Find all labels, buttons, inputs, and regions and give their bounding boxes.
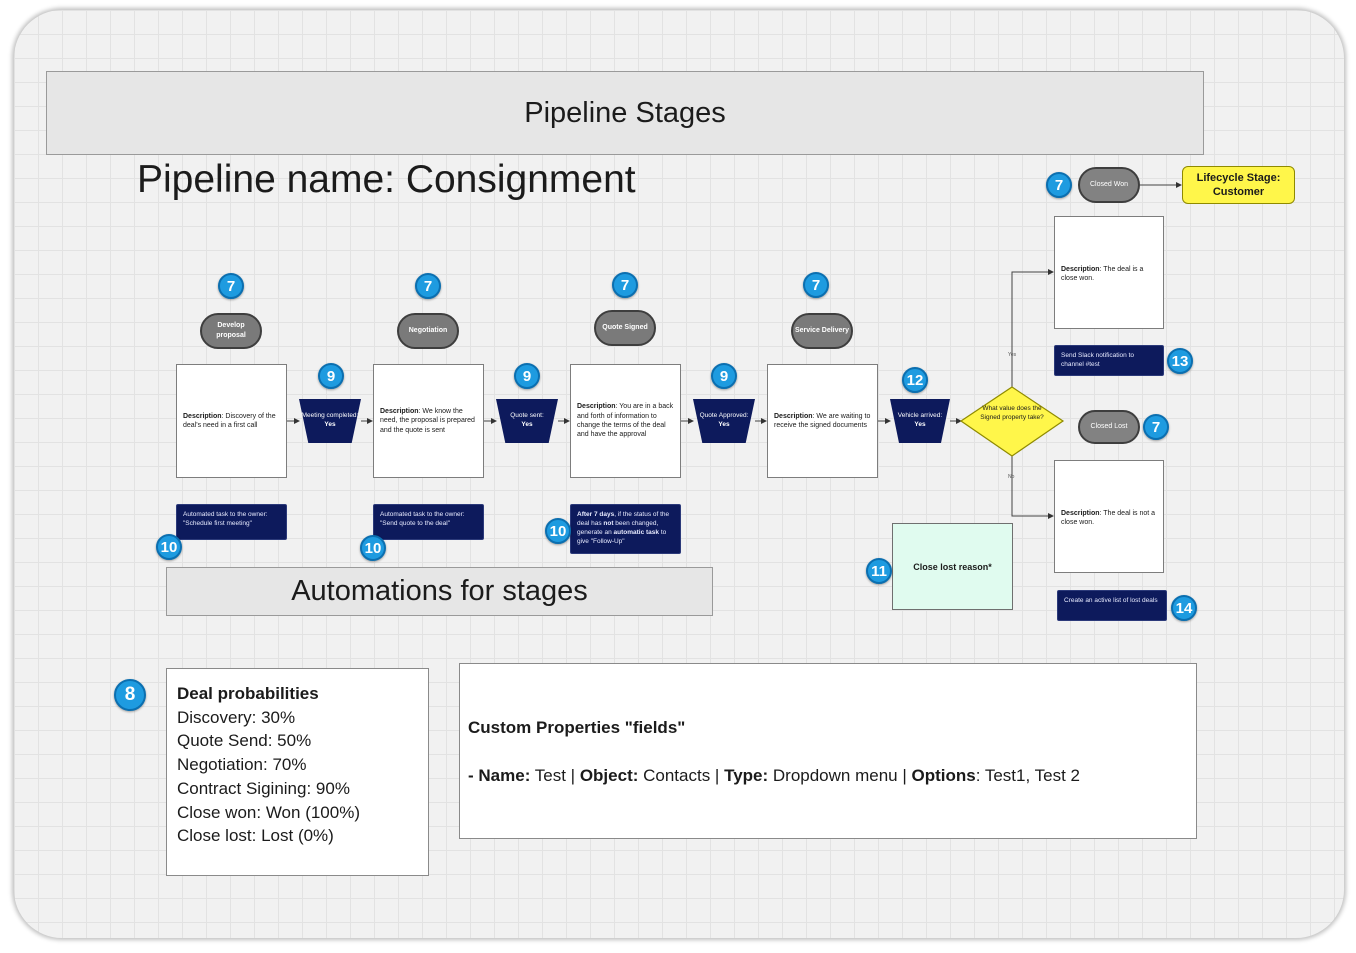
pipeline-name: Pipeline name: Consignment <box>137 158 636 201</box>
automations-title: Automations for stages <box>291 575 588 607</box>
automation-badge: 10 <box>360 535 386 561</box>
probability-item: Contract Sigining: 90% <box>177 778 350 798</box>
probability-item: Close lost: Lost (0%) <box>177 826 334 846</box>
stage-card-service-delivery: Description: We are waiting to receive t… <box>767 364 878 478</box>
gate-meeting-completed: Meeting completed:Yes <box>299 399 361 443</box>
deal-probabilities-box: Deal probabilities Discovery: 30% Quote … <box>166 668 429 876</box>
page-title-banner: Pipeline Stages <box>46 71 1204 155</box>
automation-develop-proposal: Automated task to the owner: "Schedule f… <box>176 504 287 540</box>
stage-pill-quote-signed: Quote Signed <box>594 310 656 346</box>
gate-badge: 9 <box>514 363 540 389</box>
stage-badge: 7 <box>803 272 829 298</box>
probability-item: Negotiation: 70% <box>177 755 307 775</box>
stage-pill-negotiation: Negotiation <box>397 313 459 349</box>
decision-yes-label: Yes <box>1008 352 1017 358</box>
won-badge: 7 <box>1046 172 1072 198</box>
lost-automation-badge: 14 <box>1171 595 1197 621</box>
closed-won-pill: Closed Won <box>1078 167 1140 203</box>
won-automation-badge: 13 <box>1167 348 1193 374</box>
stage-card-negotiation: Description: We know the need, the propo… <box>373 364 484 478</box>
gate-quote-sent: Quote sent:Yes <box>496 399 558 443</box>
stage-badge: 7 <box>612 272 638 298</box>
gate-vehicle-arrived: Vehicle arrived:Yes <box>890 399 950 443</box>
stage-pill-service-delivery: Service Delivery <box>791 313 853 349</box>
arrow-no <box>1011 456 1054 519</box>
arrow-yes <box>1011 269 1054 387</box>
automation-lost-list: Create an active list of lost deals <box>1057 590 1167 621</box>
custom-properties-box: Custom Properties "fields" - Name: Test … <box>459 663 1197 839</box>
close-lost-reason-box: Close lost reason* <box>892 523 1013 610</box>
custom-properties-title: Custom Properties "fields" <box>468 718 686 737</box>
lost-badge: 7 <box>1143 414 1169 440</box>
stage-pill-develop-proposal: Develop proposal <box>200 313 262 349</box>
automations-banner: Automations for stages <box>166 567 713 616</box>
stage-card-develop-proposal: Description: Discovery of the deal's nee… <box>176 364 287 478</box>
probabilities-title: Deal probabilities <box>177 684 319 703</box>
automation-badge: 10 <box>545 518 571 544</box>
closed-lost-card: Description: The deal is not a close won… <box>1054 460 1164 573</box>
reason-badge: 11 <box>866 558 892 584</box>
probabilities-badge: 8 <box>114 679 146 711</box>
decision-text: What value does the Signed property take… <box>980 405 1044 421</box>
decision-no-label: No <box>1008 474 1015 480</box>
gate-badge: 12 <box>902 367 928 393</box>
gate-badge: 9 <box>711 363 737 389</box>
custom-property-line: - Name: Test | Object: Contacts | Type: … <box>468 766 1080 785</box>
automation-slack-notification: Send Slack notification to channel #test <box>1054 345 1164 376</box>
stage-badge: 7 <box>218 273 244 299</box>
lifecycle-stage-box: Lifecycle Stage: Customer <box>1182 166 1295 204</box>
closed-lost-pill: Closed Lost <box>1078 410 1140 444</box>
stage-card-quote-signed: Description: You are in a back and forth… <box>570 364 681 478</box>
probability-item: Quote Send: 50% <box>177 731 312 751</box>
decision-diamond <box>959 386 1065 457</box>
automation-quote-signed: After 7 days, if the status of the deal … <box>570 504 681 554</box>
gate-badge: 9 <box>318 363 344 389</box>
stage-badge: 7 <box>415 273 441 299</box>
gate-quote-approved: Quote Approved:Yes <box>693 399 755 443</box>
automation-badge: 10 <box>156 534 182 560</box>
automation-negotiation: Automated task to the owner: "Send quote… <box>373 504 484 540</box>
probability-item: Close won: Won (100%) <box>177 802 360 822</box>
closed-won-card: Description: The deal is a close won. <box>1054 216 1164 329</box>
probability-item: Discovery: 30% <box>177 707 296 727</box>
page-title: Pipeline Stages <box>524 96 726 129</box>
